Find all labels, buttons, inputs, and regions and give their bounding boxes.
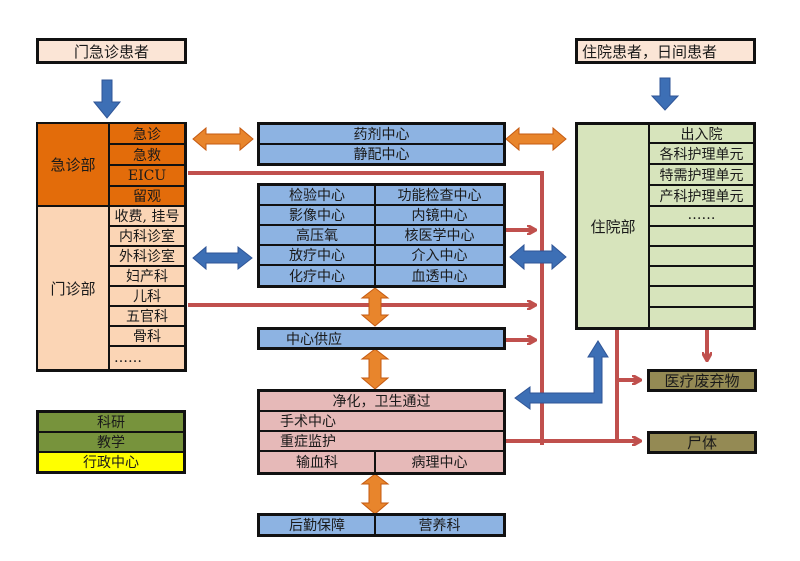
outpatient-item: 外科诊室 [109, 246, 185, 266]
corpse-box: 尸体 [647, 431, 757, 454]
nutrition-item: 营养科 [375, 515, 504, 535]
medtech-right-item: 介入中心 [375, 245, 504, 265]
outpatient-item: 五官科 [109, 306, 185, 326]
medical-tech-block [257, 183, 506, 288]
research-item: 科研 [38, 412, 184, 432]
teaching-item: 教学 [38, 432, 184, 452]
arrow-medtech-supply [360, 287, 390, 327]
clean-passage-item: 净化，卫生通过 [259, 391, 504, 411]
inpatient-item: 产科护理单元 [649, 185, 754, 206]
inpatient-item: 特需护理单元 [649, 164, 754, 185]
outpatient-item: …… [109, 346, 185, 370]
pathology-center-item: 病理中心 [375, 451, 504, 473]
research-admin-block [36, 410, 186, 474]
surgery-center-item: 手术中心 [259, 411, 504, 431]
outpatient-item: 收费, 挂号 [109, 206, 185, 226]
outpatient-dept-label: 门诊部 [37, 206, 109, 370]
medtech-left-item: 化疗中心 [259, 265, 375, 286]
logistics-block [257, 513, 506, 537]
admin-center-item: 行政中心 [38, 452, 184, 472]
medtech-left-item: 高压氧 [259, 225, 375, 245]
arrow-supply-surgery [360, 348, 390, 390]
arrow-emergency-pharmacy [192, 126, 254, 152]
pharmacy-item: 静配中心 [259, 144, 504, 164]
medtech-right-item: 血透中心 [375, 265, 504, 286]
arrow-pharmacy-inpatient [505, 126, 567, 152]
blood-transfusion-item: 输血科 [259, 451, 375, 473]
outpatient-emergency-patients-box: 门急诊患者 [36, 38, 187, 64]
medtech-left-item: 检验中心 [259, 185, 375, 205]
surgery-block [257, 389, 506, 475]
emergency-item: 急诊 [109, 123, 185, 144]
inpatient-day-patients-box: 住院患者，日间患者 [575, 38, 756, 64]
medtech-left-item: 放疗中心 [259, 245, 375, 265]
inpatient-item-empty [649, 266, 754, 286]
emergency-dept-label: 急诊部 [37, 123, 109, 206]
arrow-surgery-logistics [360, 473, 390, 515]
medtech-right-item: 内镜中心 [375, 205, 504, 225]
arrow-down-inpatient-patients [650, 77, 680, 111]
inpatient-item: 出入院 [649, 124, 754, 143]
logistics-item: 后勤保障 [259, 515, 375, 535]
outpatient-item: 内科诊室 [109, 226, 185, 246]
arrow-down-outpatient-patients [92, 79, 122, 119]
medtech-left-item: 影像中心 [259, 205, 375, 225]
outpatient-item: 骨科 [109, 326, 185, 346]
outpatient-item: 儿科 [109, 286, 185, 306]
inpatient-item-empty [649, 226, 754, 246]
medtech-right-item: 核医学中心 [375, 225, 504, 245]
arrow-inpatient-surgery [514, 340, 609, 410]
inpatient-item-empty [649, 286, 754, 307]
inpatient-item-empty [649, 246, 754, 266]
emergency-item: 急救 [109, 144, 185, 165]
medtech-right-item: 功能检查中心 [375, 185, 504, 205]
arrow-medtech-inpatient [509, 243, 567, 271]
inpatient-item: 各科护理单元 [649, 143, 754, 164]
outpatient-item: 妇产科 [109, 266, 185, 286]
pharmacy-item: 药剂中心 [259, 124, 504, 144]
arrow-outpatient-medtech [192, 245, 253, 271]
central-supply-box: 中心供应 [257, 327, 506, 350]
pharmacy-block [257, 122, 506, 166]
icu-item: 重症监护 [259, 431, 504, 451]
emergency-item: 留观 [109, 186, 185, 206]
medical-waste-box: 医疗废弃物 [647, 369, 757, 392]
inpatient-dept-label: 住院部 [577, 124, 649, 328]
inpatient-item: …… [649, 206, 754, 226]
inpatient-item-empty [649, 307, 754, 328]
emergency-item: EICU [109, 165, 185, 186]
